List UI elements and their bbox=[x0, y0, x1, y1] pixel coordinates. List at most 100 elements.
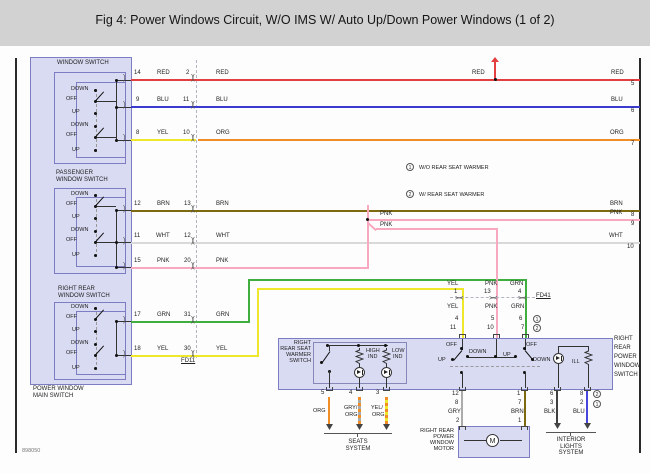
rr-switch-name-5: SWITCH bbox=[614, 372, 638, 378]
wire-gryorg-stripe bbox=[358, 397, 361, 424]
fd41-entry-2 bbox=[493, 334, 500, 338]
junction-dot bbox=[115, 266, 118, 269]
junction-dot bbox=[94, 194, 97, 197]
motor-symbol: M bbox=[486, 434, 499, 447]
rrs-mech-link bbox=[450, 366, 540, 367]
row3-pin-b: 10 bbox=[183, 130, 190, 136]
led-glyph bbox=[384, 370, 388, 374]
unit2-label-1: PASSENGER bbox=[56, 170, 93, 176]
high-ind-label-2: IND bbox=[368, 354, 378, 360]
fd41-r2-p3: 7 bbox=[521, 325, 525, 331]
u1g2-up: UP bbox=[72, 147, 80, 153]
motor-entry-2 bbox=[521, 426, 528, 430]
fd41-conn-2: )( bbox=[489, 295, 499, 299]
wire-org-seat bbox=[328, 397, 330, 424]
junction-dot bbox=[115, 79, 118, 82]
u1-out bbox=[116, 107, 131, 108]
interior-label-1: INTERIOR bbox=[556, 437, 586, 443]
row1-fd11-connector: )( bbox=[191, 73, 195, 82]
pnk-branch-label-1: PNK bbox=[380, 211, 393, 217]
fd41-mid-grn: GRN bbox=[511, 304, 525, 310]
low-ind-label-1: LOW bbox=[392, 348, 405, 354]
red-stub-label: RED bbox=[472, 70, 485, 76]
blu-label: BLU bbox=[573, 409, 585, 415]
ill-v2 bbox=[558, 364, 559, 388]
rrs-up2: UP bbox=[503, 352, 511, 358]
gry-pin-2: 2 bbox=[456, 418, 460, 424]
junction-dot bbox=[94, 112, 97, 115]
connector-fd11-label: FD11 bbox=[181, 358, 196, 364]
motor-line-left bbox=[464, 440, 486, 441]
wire-red bbox=[131, 79, 640, 81]
wire-label-yel2: ORG bbox=[372, 412, 385, 418]
blu-note-2: 2 bbox=[593, 390, 601, 398]
fd41-r1-p3: 6 bbox=[519, 316, 523, 322]
u1g1-up: UP bbox=[72, 109, 80, 115]
interior-arrow-2 bbox=[584, 423, 591, 429]
motor-line-right bbox=[500, 440, 522, 441]
row5-color-b: WHT bbox=[216, 233, 230, 239]
fd41-r2-p2: 10 bbox=[487, 325, 494, 331]
row4-pin-r: 8 bbox=[631, 212, 635, 218]
junction-dot bbox=[466, 355, 469, 358]
ill-resistor bbox=[584, 349, 593, 367]
wire-yel2-top bbox=[257, 288, 464, 290]
left-border bbox=[15, 58, 17, 453]
row3-fd11-connector: )( bbox=[191, 133, 195, 142]
low-ind-label-2: IND bbox=[393, 354, 403, 360]
u1-out bbox=[116, 140, 131, 141]
exit-con bbox=[326, 387, 333, 391]
rr-switch-name-1: RIGHT bbox=[614, 336, 633, 342]
junction-dot bbox=[94, 217, 97, 220]
rr-switch-name-3: POWER bbox=[614, 354, 637, 360]
interior-lights-label: INTERIOR LIGHTS SYSTEM bbox=[544, 437, 598, 457]
blk-pin-3: 3 bbox=[550, 400, 554, 406]
u2g2-up: UP bbox=[72, 252, 80, 258]
junction-dot bbox=[94, 307, 97, 310]
fd41-pin-13: 13 bbox=[484, 289, 491, 295]
junction-dot bbox=[384, 344, 387, 347]
u3g2-off: OFF bbox=[66, 350, 77, 356]
high-ind-label-1: HIGH bbox=[366, 348, 380, 354]
row5-pin-a: 11 bbox=[134, 233, 141, 239]
u3-out bbox=[116, 355, 131, 356]
resistor-low bbox=[382, 348, 391, 366]
junction-dot bbox=[94, 89, 97, 92]
fd41-label: FD41 bbox=[536, 293, 551, 299]
row5-fd11-connector: )( bbox=[191, 236, 195, 245]
row2-pin-r: 6 bbox=[631, 108, 635, 114]
row8-box-connector: ) bbox=[123, 349, 126, 358]
seats-brace-tick bbox=[357, 433, 358, 437]
rr-switch-name-2: REAR bbox=[614, 345, 631, 351]
u3g2-down: DOWN bbox=[71, 340, 89, 346]
u1g1-down: DOWN bbox=[71, 86, 89, 92]
junction-dot bbox=[115, 320, 118, 323]
row2-color-a: BLU bbox=[157, 97, 169, 103]
fd41-conn-3: )( bbox=[518, 295, 528, 299]
rrs-out-right bbox=[525, 372, 526, 388]
figure-title: Fig 4: Power Windows Circuit, W/O IMS W/… bbox=[95, 13, 555, 27]
wire-brn2 bbox=[524, 391, 526, 426]
wire-blu2 bbox=[586, 391, 588, 423]
u3-bus bbox=[116, 321, 117, 355]
u2g2-down: DOWN bbox=[71, 227, 89, 233]
note2-circle: 2 bbox=[406, 190, 414, 198]
rr-switch-name-4: WINDOW bbox=[614, 363, 641, 369]
wire-grn-riser bbox=[248, 279, 250, 323]
junction-dot bbox=[460, 347, 463, 350]
wire-gry bbox=[461, 391, 463, 426]
junction-dot bbox=[523, 371, 526, 374]
row8-color-a: YEL bbox=[157, 346, 169, 352]
resistor-high bbox=[355, 348, 364, 366]
fd41-top-grn: GRN bbox=[510, 281, 524, 287]
warmer-pin-5: 5 bbox=[321, 390, 325, 396]
row6-pin-a: 15 bbox=[134, 258, 141, 264]
row7-pin-a: 17 bbox=[134, 312, 141, 318]
warmer-name-1: RIGHT bbox=[293, 340, 311, 346]
u1g2-down: DOWN bbox=[71, 122, 89, 128]
red-junction-dot bbox=[494, 78, 497, 81]
interior-label-3: SYSTEM bbox=[558, 450, 584, 456]
motor-box bbox=[458, 426, 530, 458]
motor-name-1: RIGHT REAR bbox=[420, 428, 454, 434]
unit3-label-1: RIGHT REAR bbox=[58, 286, 95, 292]
